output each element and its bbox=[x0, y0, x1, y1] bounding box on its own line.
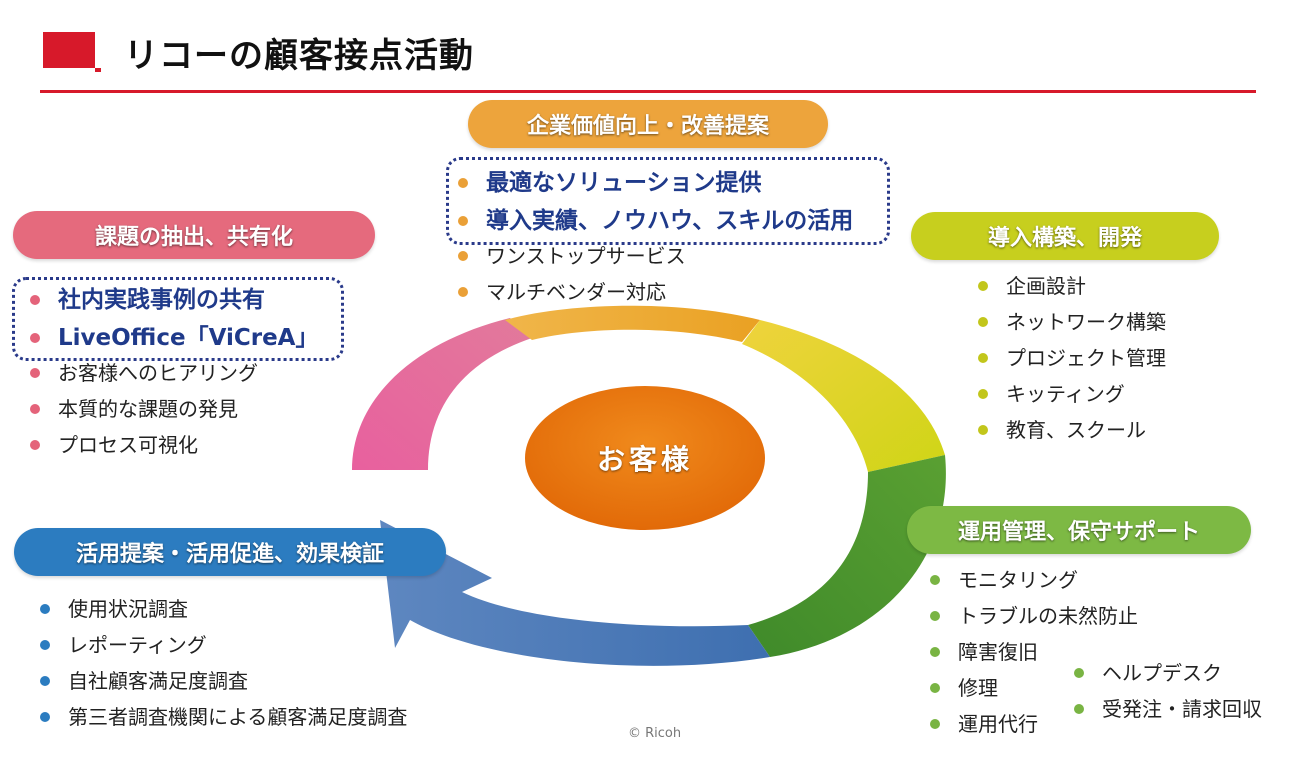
list-item: キッティング bbox=[976, 376, 1166, 412]
page-title: リコーの顧客接点活動 bbox=[124, 36, 474, 76]
list-item: 導入実績、ノウハウ、スキルの活用 bbox=[456, 202, 853, 240]
list-item: 社内実践事例の共有 bbox=[28, 281, 318, 319]
right-item-list: 企画設計 ネットワーク構築 プロジェクト管理 キッティング 教育、スクール bbox=[976, 268, 1166, 448]
list-item: 受発注・請求回収 bbox=[1072, 691, 1262, 727]
top-highlight-list: 最適なソリューション提供 導入実績、ノウハウ、スキルの活用 bbox=[456, 164, 853, 240]
center-label: お客様 bbox=[596, 443, 693, 476]
ricoh-logo-mark-icon bbox=[43, 32, 101, 72]
list-item: プロジェクト管理 bbox=[976, 340, 1166, 376]
section-title-bottom-left: 活用提案・活用促進、効果検証 bbox=[14, 528, 446, 576]
list-item: マルチベンダー対応 bbox=[456, 274, 686, 310]
list-item: モニタリング bbox=[928, 562, 1138, 598]
section-title-top: 企業価値向上・改善提案 bbox=[468, 100, 828, 148]
list-item: 企画設計 bbox=[976, 268, 1166, 304]
list-item: 教育、スクール bbox=[976, 412, 1166, 448]
cycle-segment-yellow bbox=[742, 320, 945, 472]
list-item: お客様へのヒアリング bbox=[28, 355, 258, 391]
list-item: 本質的な課題の発見 bbox=[28, 391, 258, 427]
cycle-segment-blue-arrow bbox=[380, 520, 770, 666]
list-item: ワンストップサービス bbox=[456, 238, 686, 274]
section-title-bottom-right: 運用管理、保守サポート bbox=[907, 506, 1251, 554]
highlight-box-left bbox=[12, 277, 344, 361]
copyright-text: © Ricoh bbox=[628, 726, 682, 741]
header-divider bbox=[40, 90, 1256, 93]
list-item: 障害復旧 bbox=[928, 634, 1138, 670]
bottom-left-item-list: 使用状況調査 レポーティング 自社顧客満足度調査 第三者調査機関による顧客満足度… bbox=[38, 591, 407, 735]
highlight-box-top bbox=[446, 157, 890, 245]
cycle-segment-orange bbox=[505, 305, 760, 342]
cycle-segment-pink bbox=[352, 318, 532, 470]
bottom-right-item-list-2: ヘルプデスク 受発注・請求回収 bbox=[1072, 655, 1262, 727]
list-item: ネットワーク構築 bbox=[976, 304, 1166, 340]
left-highlight-list: 社内実践事例の共有 LiveOffice「ViCreA」 bbox=[28, 281, 318, 357]
list-item: 第三者調査機関による顧客満足度調査 bbox=[38, 699, 407, 735]
list-item: 最適なソリューション提供 bbox=[456, 164, 853, 202]
list-item: 使用状況調査 bbox=[38, 591, 407, 627]
list-item: 運用代行 bbox=[928, 706, 1138, 742]
bottom-right-item-list-1: モニタリング トラブルの未然防止 障害復旧 修理 運用代行 bbox=[928, 562, 1138, 742]
list-item: 自社顧客満足度調査 bbox=[38, 663, 407, 699]
list-item: レポーティング bbox=[38, 627, 407, 663]
list-item: LiveOffice「ViCreA」 bbox=[28, 319, 318, 357]
top-item-list: ワンストップサービス マルチベンダー対応 bbox=[456, 238, 686, 310]
list-item: ヘルプデスク bbox=[1072, 655, 1262, 691]
center-customer-ellipse bbox=[525, 386, 765, 530]
cycle-segment-green bbox=[748, 455, 946, 657]
list-item: トラブルの未然防止 bbox=[928, 598, 1138, 634]
section-title-left: 課題の抽出、共有化 bbox=[13, 211, 375, 259]
left-item-list: お客様へのヒアリング 本質的な課題の発見 プロセス可視化 bbox=[28, 355, 258, 463]
section-title-right: 導入構築、開発 bbox=[911, 212, 1219, 260]
list-item: プロセス可視化 bbox=[28, 427, 258, 463]
list-item: 修理 bbox=[928, 670, 1138, 706]
